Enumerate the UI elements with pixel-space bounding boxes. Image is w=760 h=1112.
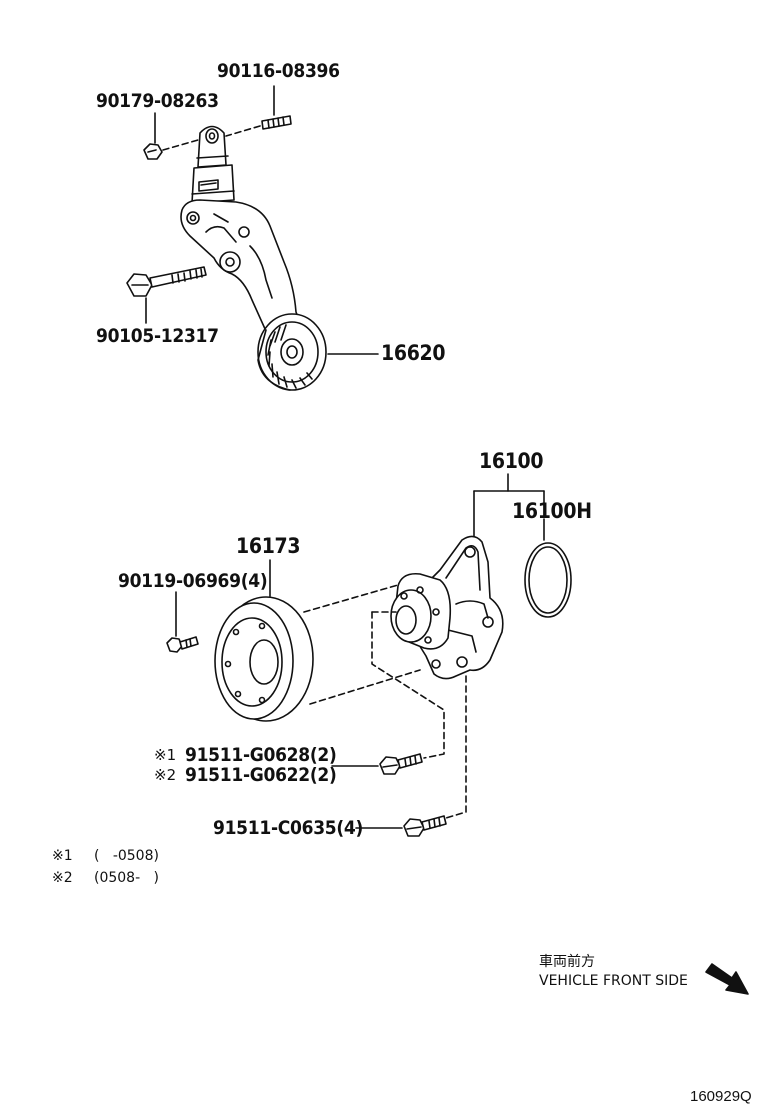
tensioner-damper-drawing: [191, 125, 235, 204]
tensioner-bolt-drawing: [126, 266, 207, 324]
label-tensioner-stud[interactable]: 90116-08396: [217, 60, 340, 82]
note-2-range: (0508- ): [94, 870, 159, 886]
vehicle-front-arrow-icon: [705, 963, 749, 995]
tensioner-arm-drawing: [180, 199, 305, 341]
pump-pulley-drawing: [214, 559, 421, 722]
vehicle-front-en: VEHICLE FRONT SIDE: [539, 973, 688, 989]
tensioner-stud-drawing: [225, 85, 292, 137]
label-idler-pulley[interactable]: 16620: [381, 341, 446, 365]
mark-2: ※2: [154, 766, 177, 784]
label-pump-bolt-b[interactable]: 91511-G0622(2): [185, 764, 337, 786]
figure-code: 160929Q: [690, 1088, 752, 1105]
label-pump-bolt-c[interactable]: 91511-C0635(4): [213, 817, 363, 839]
label-pump-gasket[interactable]: 16100H: [512, 499, 592, 523]
idler-pulley-drawing: [257, 313, 379, 391]
water-pump-leader: [473, 473, 545, 541]
tensioner-nut-drawing: [143, 112, 199, 160]
mark-1: ※1: [154, 746, 177, 764]
water-pump-drawing: [390, 535, 504, 680]
label-water-pump[interactable]: 16100: [479, 449, 544, 473]
note-1-mark: ※1: [52, 848, 73, 864]
pump-gasket-drawing: [524, 542, 572, 618]
note-1-range: ( -0508): [94, 848, 159, 864]
pump-bolt-long-drawing: [355, 815, 447, 837]
label-tensioner-nut[interactable]: 90179-08263: [96, 90, 219, 112]
vehicle-front-jp: 車両前方: [539, 954, 595, 970]
label-pulley-bolt[interactable]: 90119-06969(4): [118, 570, 268, 592]
label-tensioner-bolt[interactable]: 90105-12317: [96, 325, 219, 347]
pulley-bolt-drawing: [166, 591, 199, 653]
label-pump-pulley[interactable]: 16173: [236, 534, 301, 558]
label-pump-bolt-a[interactable]: 91511-G0628(2): [185, 744, 337, 766]
pump-bolt-short-drawing: [331, 753, 423, 775]
note-2-mark: ※2: [52, 870, 73, 886]
bolt-dashed-guides: [371, 611, 467, 819]
